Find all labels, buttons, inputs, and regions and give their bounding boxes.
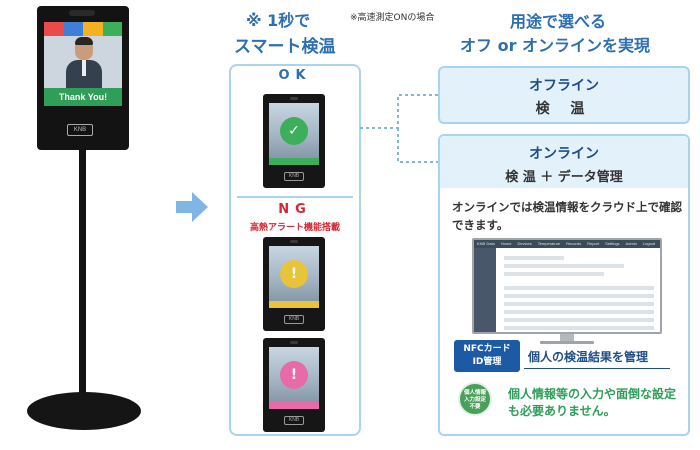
nav-tab: Admin [625,241,637,246]
online-header: オンライン 検 温 ＋ データ管理 [440,136,688,188]
dashboard-row [504,264,624,268]
connector-lines [360,94,438,163]
status-bar-alert [269,402,319,409]
tablet-ok: ✓ KNB [263,94,325,188]
dashboard-row [504,294,654,298]
dashboard-sidebar [474,248,496,332]
ok-ng-panel: OK ✓ KNB NG 高熱アラート機能搭載 ! KNB ! KNB [229,64,361,436]
nfc-description: 個人の検温結果を管理 [528,350,649,364]
nav-tab: Report [587,241,600,246]
camera-icon [69,10,95,16]
dashboard-row [504,286,654,290]
status-bar-warning [269,301,319,308]
arrow-right-icon [176,192,208,222]
heading-offline-online: オフ or オンラインを実現 [460,36,651,55]
dashboard-row [504,272,604,276]
monitor-stand-neck [560,334,574,342]
status-bar-ok [269,158,319,165]
thank-you-banner: Thank You! [44,88,122,106]
ok-label: OK [278,68,312,83]
no-input-badge-line1: 個人情報 [463,390,486,396]
nav-tab: Settings [605,241,620,246]
nav-tab: Records [566,241,582,246]
tablet-screen: ! [269,347,319,409]
camera-icon [290,97,298,100]
alert-icon: ! [280,361,308,389]
status-segment-blue [63,22,83,36]
no-input-badge-line2: 入力設定 [463,397,486,403]
nav-tab: KNB Data [477,241,495,246]
offline-title: オフライン [529,78,599,94]
status-segment-green [102,22,122,36]
no-input-badge: 個人情報 入力設定 不要 [458,382,492,416]
high-fever-alert-label: 高熱アラート機能搭載 [249,223,340,233]
dashboard-row [504,302,654,306]
nav-tab: Home [500,241,512,246]
tablet-ng-pink: ! KNB [263,338,325,432]
knb-logo: KNB [284,315,304,324]
dashboard-row [504,318,654,322]
thermometer-stand: Thank You! KNB [0,0,170,450]
heading-smart-temperature: スマート検温 [234,37,336,57]
knb-logo: KNB [284,172,304,181]
person-hair [75,37,93,45]
nfc-underline [524,368,670,369]
camera-icon [290,240,298,243]
dashboard-row [504,310,654,314]
ok-ng-divider [237,196,353,198]
dashboard-row [504,256,564,260]
cloud-dashboard-monitor: KNB Data Home Devices Temperature Record… [472,238,662,334]
screen-status-bar [44,22,122,36]
person-tie [82,60,86,76]
camera-icon [290,341,298,344]
stand-pole [79,150,86,400]
tablet-ng-yellow: ! KNB [263,237,325,331]
stand-base [27,392,141,430]
tablet-screen: ! [269,246,319,308]
online-panel: オンライン 検 温 ＋ データ管理 オンラインでは検温情報をクラウド上で確認でき… [438,134,690,436]
ng-label: NG [278,202,312,217]
nav-tab: Logout [642,241,656,246]
heading-one-second: ※ 1秒で [246,11,311,30]
dashboard-row [504,326,654,330]
nav-tab: Devices [517,241,532,246]
online-subtitle: 検 温 ＋ データ管理 [505,170,623,185]
nfc-badge-line2: ID管理 [472,357,502,367]
offline-panel: オフライン 検 温 [438,66,690,124]
status-segment-yellow [83,22,103,36]
stand-screen: Thank You! [44,22,122,106]
offline-subtitle: 検 温 [535,101,593,117]
nfc-badge-line1: NFCカード [463,344,511,354]
monitor-stand-foot [540,341,594,344]
heading-footnote: ※高速測定ONの場合 [350,13,435,23]
checkmark-icon: ✓ [280,117,308,145]
person-photo [66,37,102,90]
tablet-screen: ✓ [269,103,319,165]
online-description: オンラインでは検温情報をクラウド上で確認できます。 [452,200,682,232]
no-input-description: 個人情報等の入力や面倒な設定も必要ありません。 [508,387,677,418]
dashboard-nav-bar: KNB Data Home Devices Temperature Record… [474,240,660,248]
nav-tab: Temperature [537,241,561,246]
no-input-badge-line3: 不要 [469,404,481,410]
status-segment-red [44,22,64,36]
heading-choose-by-use: 用途で選べる [510,12,607,31]
warning-icon: ! [280,260,308,288]
knb-logo: KNB [284,416,304,425]
speed-heading: ※ 1秒で ※高速測定ONの場合 スマート検温 [208,7,498,57]
nfc-card-badge: NFCカード ID管理 [454,340,520,372]
online-title: オンライン [529,146,599,162]
knb-logo: KNB [67,124,93,136]
